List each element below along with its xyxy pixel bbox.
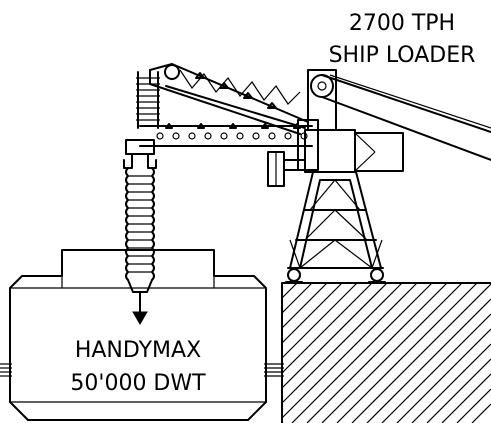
quay-wall bbox=[281, 282, 491, 423]
shiploader-boom bbox=[125, 123, 313, 155]
luffing-boom bbox=[149, 63, 309, 135]
mast-and-feed-conveyor bbox=[307, 69, 491, 161]
vessel-hull bbox=[9, 249, 267, 421]
mooring-lines bbox=[0, 363, 284, 377]
portal-tower bbox=[287, 171, 384, 269]
loader-type-label: SHIP LOADER bbox=[329, 43, 476, 68]
head-chute bbox=[136, 71, 160, 129]
vessel-tonnage-label: 50'000 DWT bbox=[70, 371, 206, 396]
rail-wheels bbox=[285, 268, 386, 283]
vessel-class-label: HANDYMAX bbox=[75, 338, 201, 363]
loader-capacity-label: 2700 TPH bbox=[349, 11, 455, 36]
telescopic-spout bbox=[123, 153, 157, 325]
